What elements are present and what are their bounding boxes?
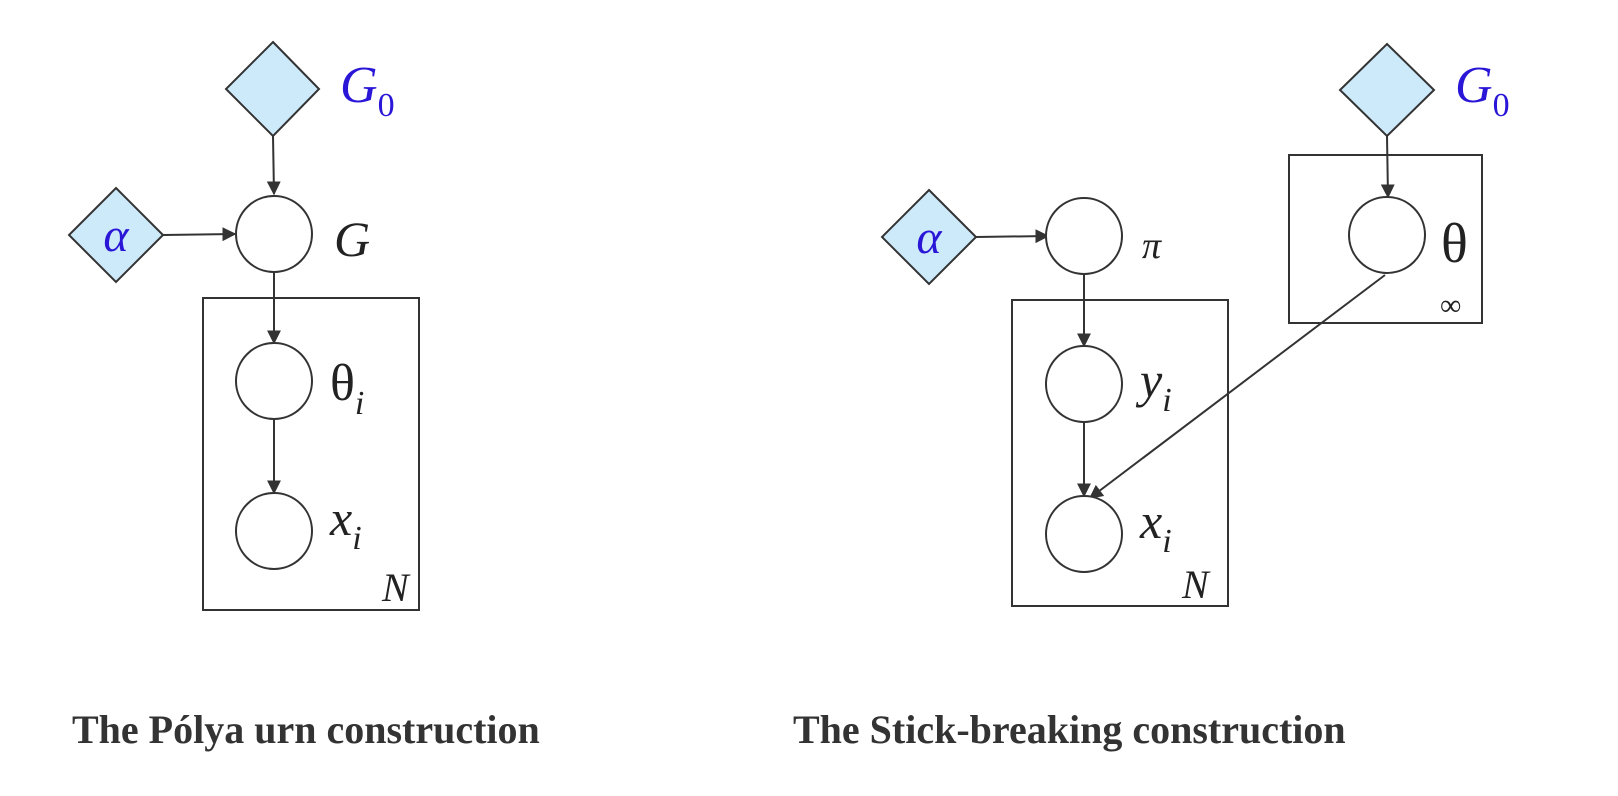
right-plate-infinity	[1288, 154, 1483, 324]
right-g0-label: G0	[1455, 57, 1510, 124]
left-edge-g0-g	[266, 135, 281, 196]
right-edge-theta-x	[1088, 274, 1386, 499]
right-theta-label: θ	[1441, 213, 1468, 275]
left-edge-alpha-g	[162, 227, 237, 242]
right-alpha-label: α	[916, 211, 942, 264]
left-alpha-diamond	[67, 186, 165, 284]
left-x-label: xi	[329, 490, 362, 557]
left-x-node	[235, 492, 313, 570]
left-theta-node	[235, 342, 313, 420]
left-plate-label: N	[381, 565, 411, 610]
right-edge-g0-theta	[1380, 135, 1395, 199]
right-y-node	[1045, 345, 1123, 423]
right-y-label: yi	[1135, 352, 1172, 419]
polya-urn-model: N G0 α G θi xi The Pólya urn constructio…	[67, 40, 540, 752]
right-pi-label: π	[1142, 225, 1162, 267]
right-pi-node	[1045, 197, 1123, 275]
right-alpha-diamond	[880, 188, 978, 286]
left-caption: The Pólya urn construction	[72, 707, 540, 752]
left-theta-label: θi	[330, 355, 364, 422]
right-g0-diamond	[1338, 42, 1436, 138]
right-x-node	[1045, 495, 1123, 573]
left-plate-n	[202, 297, 420, 611]
right-plate-label: N	[1181, 562, 1211, 607]
right-x-label: xi	[1139, 493, 1172, 560]
left-g0-diamond	[224, 40, 321, 138]
left-alpha-label: α	[103, 209, 129, 262]
left-g0-label: G0	[340, 57, 395, 124]
right-infinity-label: ∞	[1440, 289, 1461, 322]
right-theta-node	[1348, 196, 1426, 274]
right-plate-n	[1011, 299, 1229, 607]
right-caption: The Stick-breaking construction	[793, 707, 1346, 752]
left-g-node	[235, 195, 313, 273]
stick-breaking-model: N ∞ G0 α π θ yi xi The Stick-breaking co…	[793, 42, 1510, 752]
right-edge-alpha-pi	[975, 229, 1050, 244]
left-g-label: G	[334, 211, 370, 267]
